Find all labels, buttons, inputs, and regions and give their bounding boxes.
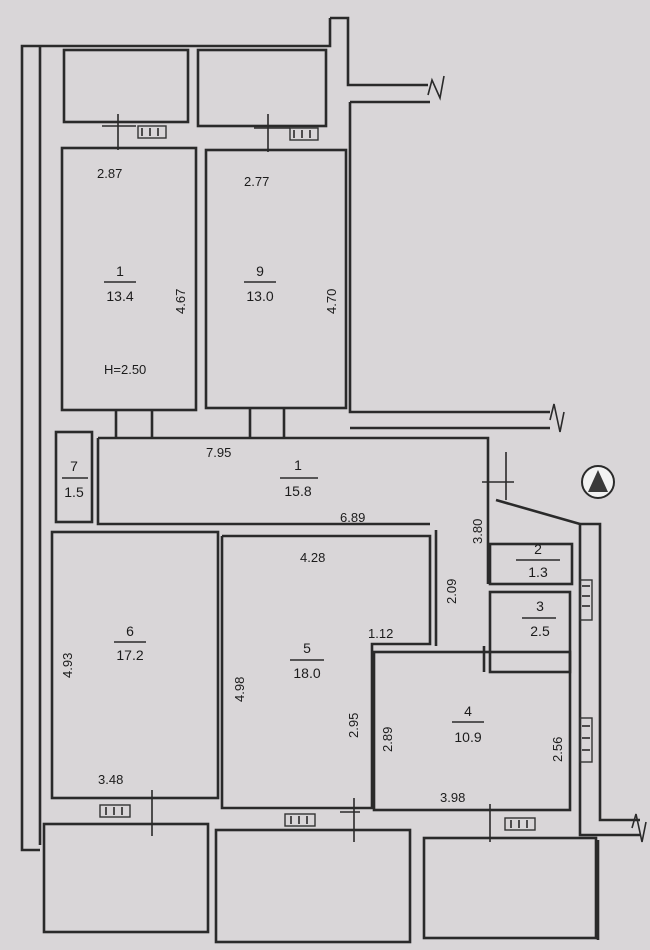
balcony-bottom-right — [422, 836, 598, 940]
room-7-number: 7 — [70, 458, 78, 474]
room-9: 9 13.0 — [204, 148, 348, 410]
room-1-number: 1 — [294, 457, 302, 473]
door-marks — [102, 114, 514, 842]
windows — [99, 125, 593, 831]
dim-room4-left: 2.89 — [380, 727, 395, 752]
dim-room6-length: 4.93 — [60, 653, 75, 678]
dim-hall-width: 7.95 — [206, 445, 231, 460]
room-1-area: 15.8 — [284, 483, 311, 499]
room-8: 1 13.4 — [60, 146, 198, 412]
room-6-area: 17.2 — [116, 647, 143, 663]
room-3-area: 2.5 — [530, 623, 550, 639]
dim-hall-inner: 6.89 — [340, 510, 365, 525]
room-9-number: 9 — [256, 263, 264, 279]
dim-room4-width: 3.98 — [440, 790, 465, 805]
room-5-area: 18.0 — [293, 665, 320, 681]
room-2-number: 2 — [534, 541, 542, 557]
dim-room5-notch: 1.12 — [368, 626, 393, 641]
inner-walls — [114, 408, 581, 672]
room-5: 5 18.0 — [220, 534, 432, 810]
dim-room4-right: 2.56 — [550, 737, 565, 762]
room-6-number: 6 — [126, 623, 134, 639]
dim-room9-length: 4.70 — [324, 289, 339, 314]
room-3-number: 3 — [536, 598, 544, 614]
room-4-area: 10.9 — [454, 729, 481, 745]
break-marks — [427, 75, 647, 843]
dim-hall-depth: 3.80 — [470, 519, 485, 544]
balcony-bottom-left — [42, 822, 210, 934]
room-1: 1 15.8 — [96, 436, 490, 584]
room-6: 6 17.2 — [50, 530, 220, 800]
dim-room9-width: 2.77 — [244, 174, 269, 189]
balcony-top-right — [196, 48, 328, 128]
dim-room5-lower: 2.95 — [346, 713, 361, 738]
dim-room5-width: 4.28 — [300, 550, 325, 565]
room-2-area: 1.3 — [528, 564, 548, 580]
dim-room5-length: 4.98 — [232, 677, 247, 702]
dimensions: 2.87 4.67 2.77 4.70 7.95 6.89 3.80 4.28 … — [60, 166, 565, 805]
room-3: 3 2.5 — [488, 590, 572, 674]
room-5-number: 5 — [303, 640, 311, 656]
dim-room8-width: 2.87 — [97, 166, 122, 181]
room-7: 7 1.5 — [54, 430, 94, 524]
dim-room5-step: 2.09 — [444, 579, 459, 604]
room-7-area: 1.5 — [64, 484, 84, 500]
room-8-number: 1 — [116, 263, 124, 279]
room-4: 4 10.9 — [372, 650, 572, 812]
outer-walls — [20, 16, 640, 940]
balcony-top-left — [62, 48, 190, 124]
balcony-bottom-middle — [214, 828, 412, 944]
room-2: 2 1.3 — [488, 541, 574, 586]
dim-room8-length: 4.67 — [173, 289, 188, 314]
room-9-area: 13.0 — [246, 288, 273, 304]
room-8-area: 13.4 — [106, 288, 133, 304]
dim-room6-width: 3.48 — [98, 772, 123, 787]
compass-icon — [581, 465, 615, 499]
room-4-number: 4 — [464, 703, 472, 719]
ceiling-height: H=2.50 — [104, 362, 146, 377]
